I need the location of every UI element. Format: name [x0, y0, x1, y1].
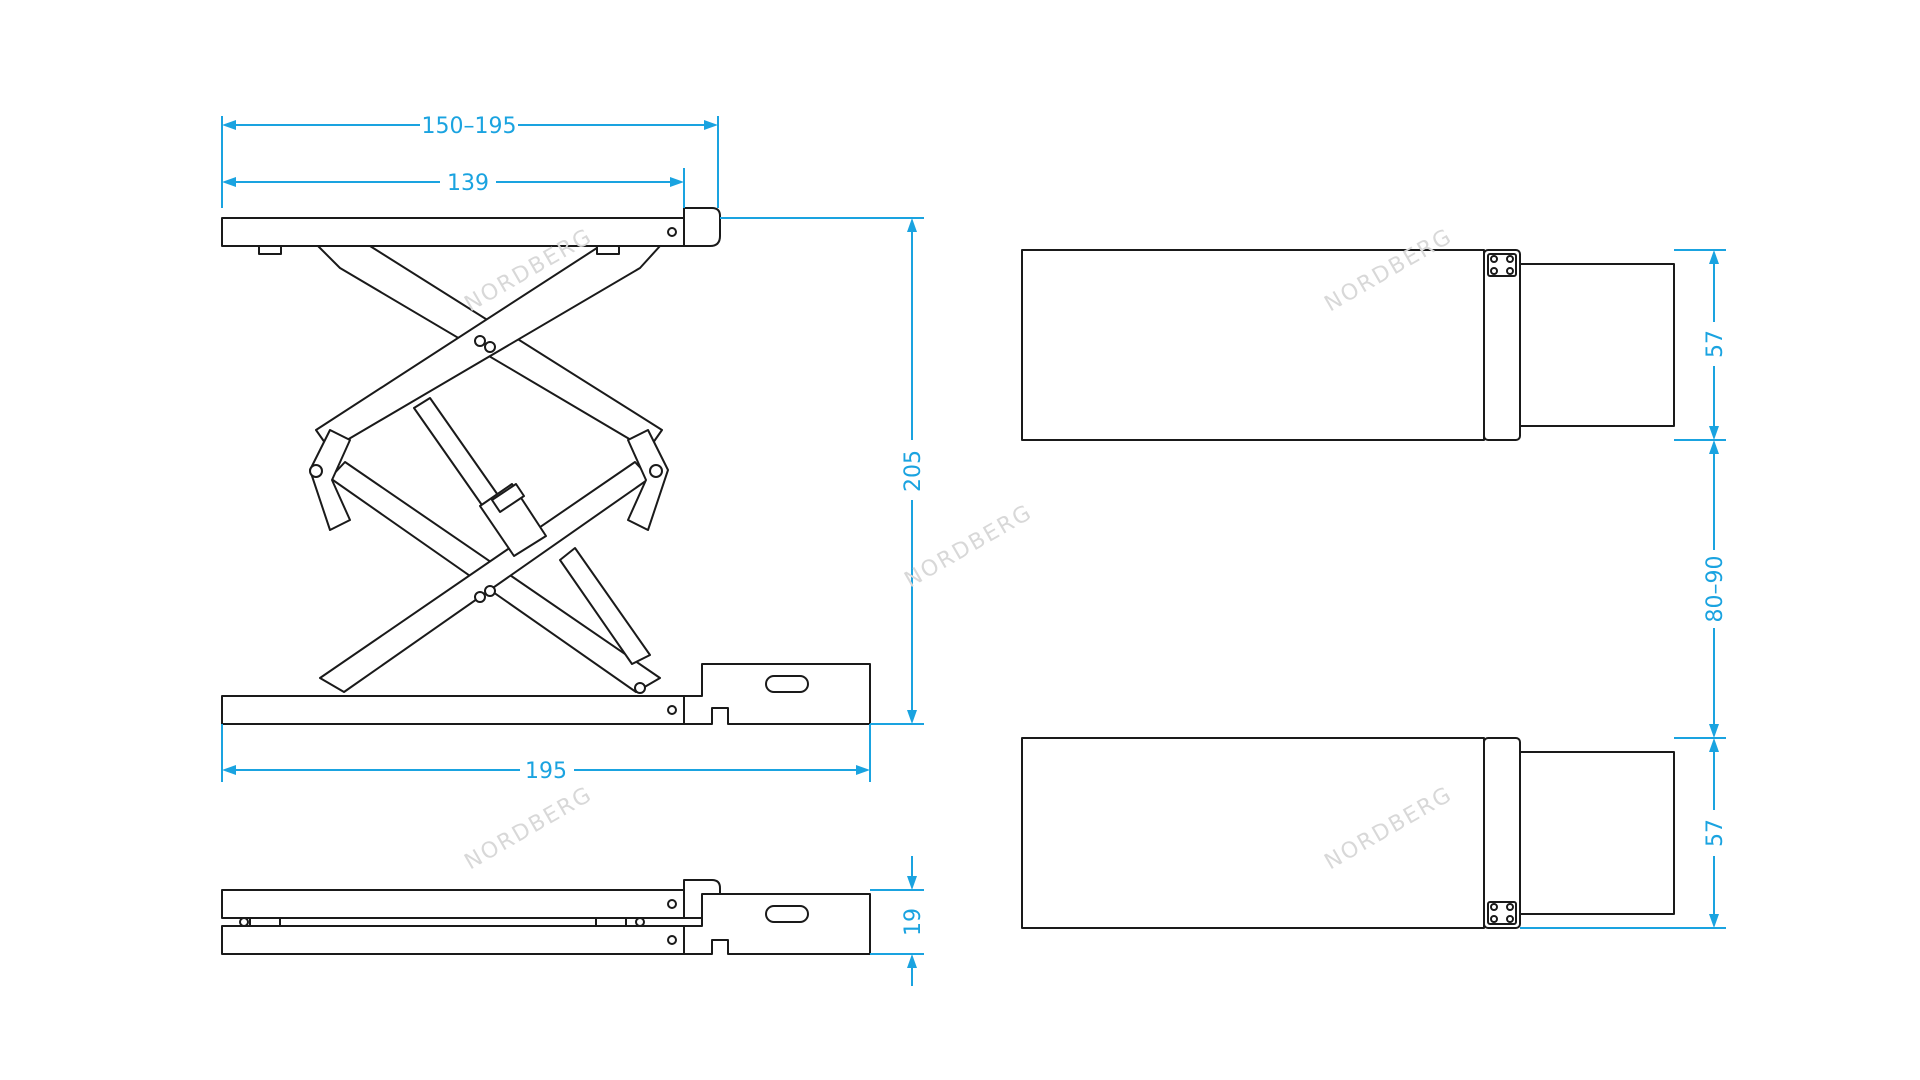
top-view-track-lower: [1021, 737, 1675, 929]
pivot-pins: [309, 335, 663, 694]
top-view-track-upper: [1021, 249, 1675, 441]
scissor-arms: [309, 245, 669, 693]
watermark-text: NORDBERG: [461, 782, 598, 875]
dimension-platform-length: 139: [222, 168, 685, 208]
dimension-label-track-width-upper: 57: [1703, 330, 1728, 358]
base-frame: [221, 663, 871, 725]
dimension-label-track-width-lower: 57: [1703, 819, 1728, 847]
dimension-top-width-range: 150–195: [221, 114, 719, 208]
dimension-label-top-width-range: 150–195: [422, 114, 517, 139]
dimension-label-base-length: 195: [525, 759, 567, 784]
dimension-label-track-gap: 80–90: [1703, 556, 1728, 623]
dimension-base-length: 195: [221, 724, 871, 784]
watermark-text: NORDBERG: [901, 500, 1038, 593]
dimension-track-gap: 80–90: [1703, 440, 1728, 738]
dimension-label-platform-length: 139: [447, 171, 489, 196]
dimension-folded-height: 19: [870, 856, 926, 986]
top-platform: [221, 207, 721, 255]
dimension-track-width-upper: 57: [1674, 249, 1728, 441]
dimension-label-lift-height: 205: [901, 450, 926, 492]
dimension-lift-height: 205: [720, 217, 926, 725]
side-view-folded: [221, 879, 871, 955]
hydraulic-cylinder: [413, 397, 547, 557]
side-view-raised: [221, 207, 871, 725]
dimension-track-width-lower: 57: [1520, 737, 1728, 929]
dimension-label-folded-height: 19: [901, 908, 926, 936]
